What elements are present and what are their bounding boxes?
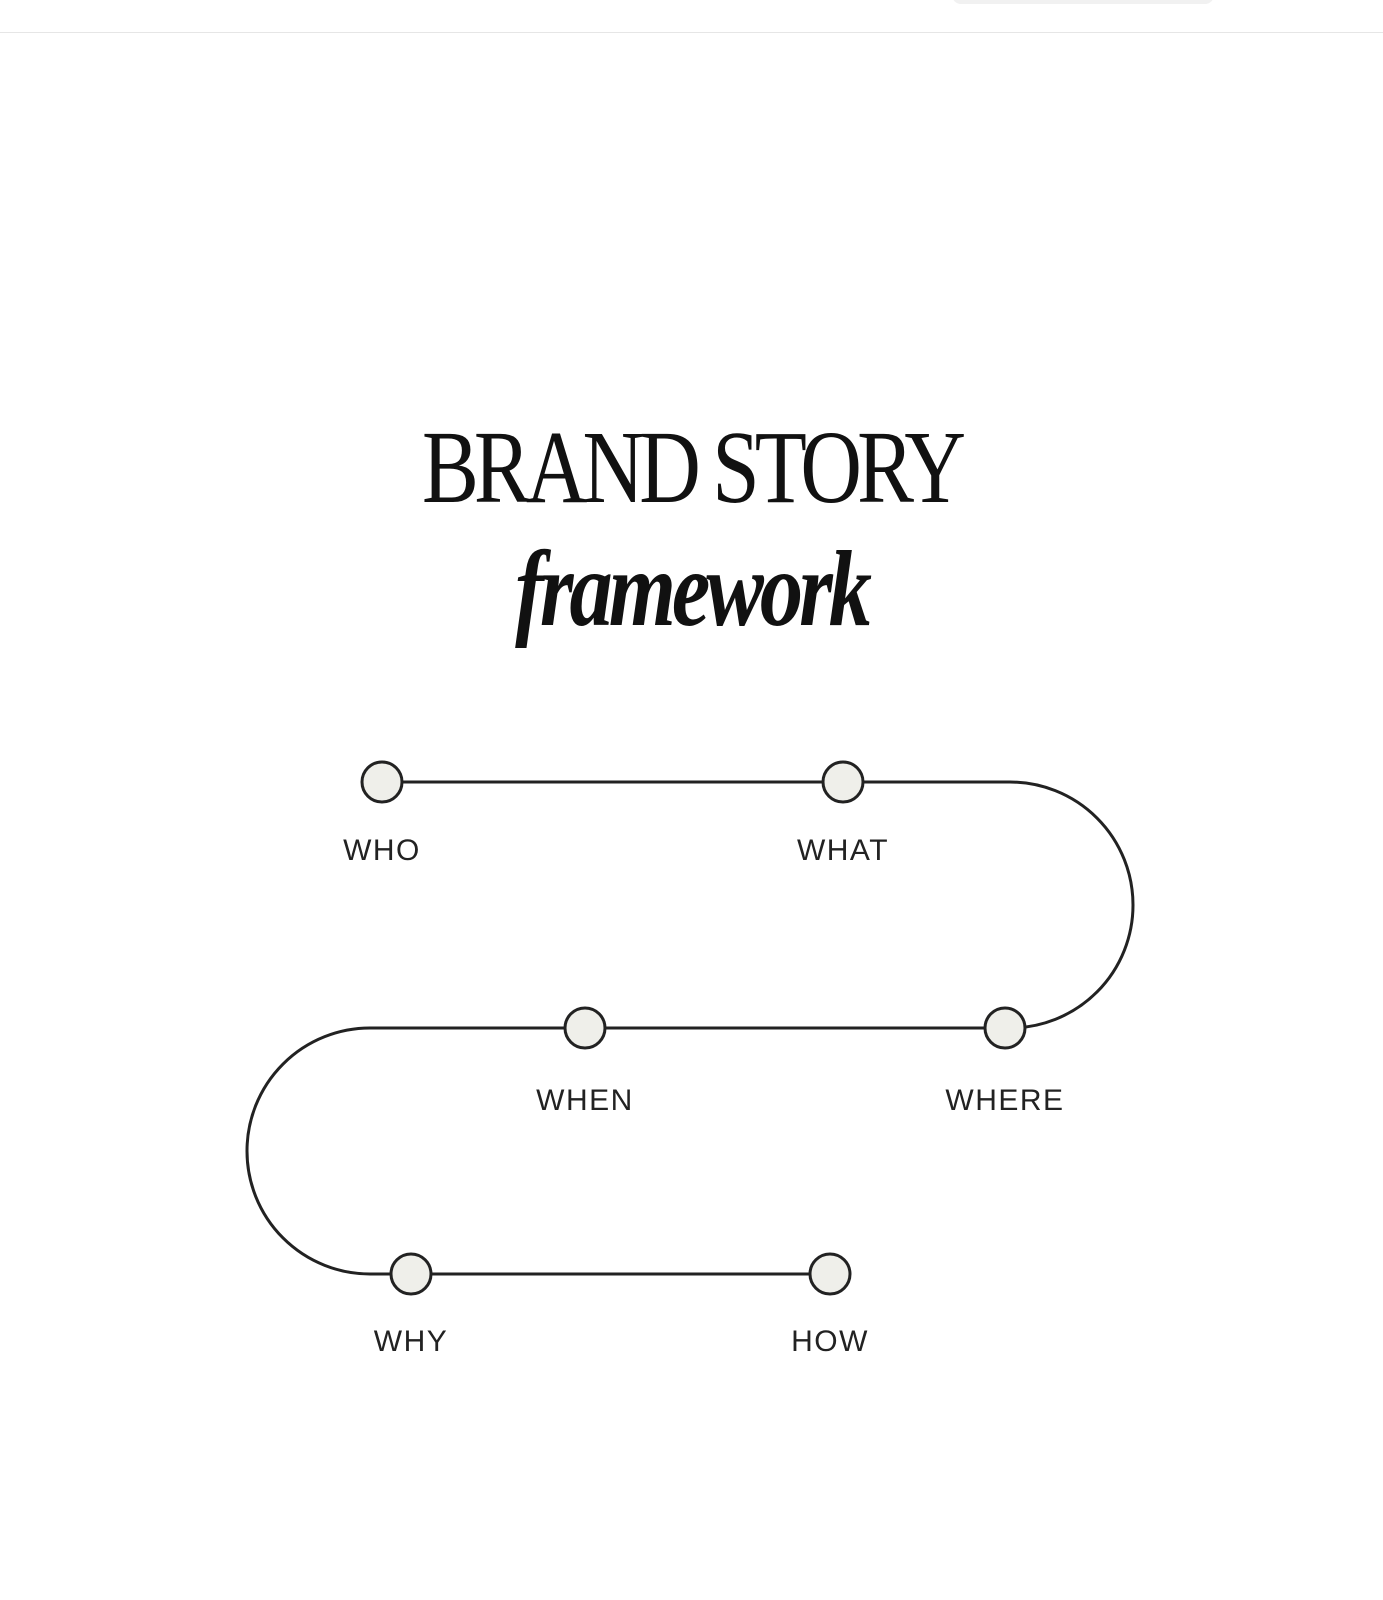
connector-path	[245, 780, 1135, 1276]
title-framework: framework	[515, 530, 872, 649]
node-why-marker	[389, 1252, 433, 1296]
node-where: WHERE	[945, 1006, 1064, 1117]
node-who-marker	[360, 760, 404, 804]
node-where-label: WHERE	[945, 1084, 1064, 1117]
node-what-marker	[821, 760, 865, 804]
node-what-label: WHAT	[797, 834, 889, 867]
node-when-label: WHEN	[536, 1084, 634, 1117]
node-when-marker	[563, 1006, 607, 1050]
node-what: WHAT	[797, 760, 889, 867]
node-why: WHY	[374, 1252, 449, 1358]
node-why-label: WHY	[374, 1325, 449, 1358]
node-how: HOW	[791, 1252, 869, 1358]
node-how-marker	[808, 1252, 852, 1296]
node-where-marker	[983, 1006, 1027, 1050]
node-who: WHO	[343, 760, 421, 867]
title-brand-story: BRAND STORY	[421, 410, 966, 525]
top-bar	[0, 0, 1383, 33]
top-search-pill[interactable]	[952, 0, 1214, 4]
node-who-label: WHO	[343, 834, 421, 867]
node-when: WHEN	[536, 1006, 634, 1117]
node-how-label: HOW	[791, 1325, 869, 1358]
